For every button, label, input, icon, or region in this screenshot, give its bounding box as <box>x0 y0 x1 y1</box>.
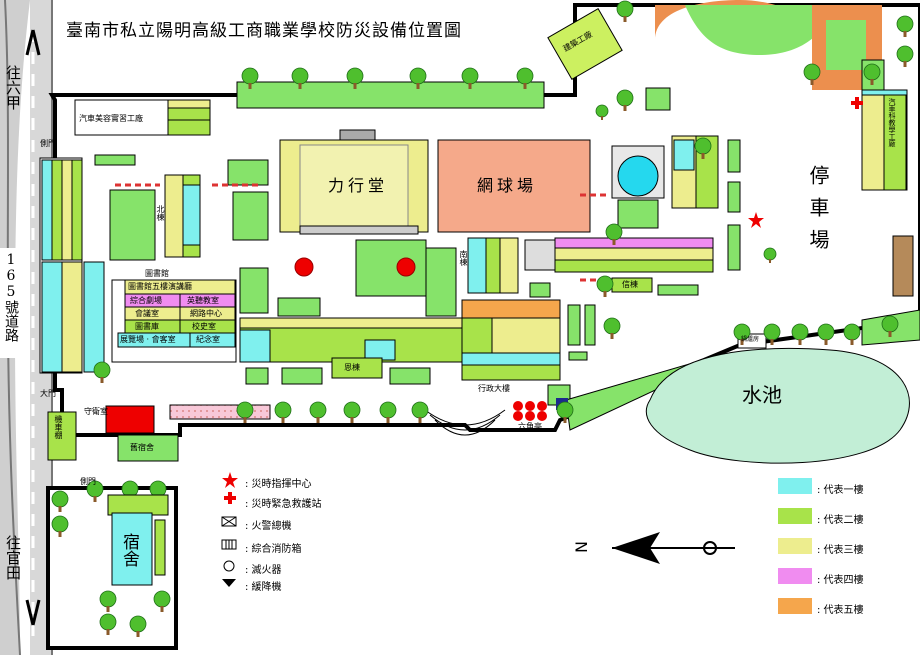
room-counsel: 校史室 <box>192 322 216 331</box>
side-gate-top-label: 側門 <box>40 139 56 148</box>
east-wing <box>671 135 719 209</box>
xintang-label: 信棟 <box>622 280 638 289</box>
room-network: 網路中心 <box>190 309 222 318</box>
road-label-guantian: 往官田 <box>4 535 22 580</box>
west-wing <box>39 157 105 374</box>
tennis-court <box>437 139 591 233</box>
legend-slide: : 緩降機 <box>245 582 282 593</box>
legend-floor2-swatch <box>778 508 812 524</box>
legend-floor1: : 代表一樓 <box>817 485 864 496</box>
legend-floor4-swatch <box>778 568 812 584</box>
room-english: 英聽教室 <box>187 296 219 305</box>
legend-extinguisher: : 滅火器 <box>245 565 282 576</box>
room-exhibit: 展覽場 · 會客室 <box>120 335 176 344</box>
legend-floor2: : 代表二樓 <box>817 515 864 526</box>
north-label: 北棟 <box>156 205 165 221</box>
dormitory-building <box>107 494 169 586</box>
building-factory <box>547 8 623 80</box>
shelter-label: 機車棚 <box>54 415 63 439</box>
compass-arrow <box>612 532 735 564</box>
legend-hydrant: : 綜合消防箱 <box>245 544 302 555</box>
command-center-marker <box>748 212 764 228</box>
page-title: 臺南市私立陽明高級工商職業學校防災設備位置圖 <box>66 21 462 41</box>
guard-label: 守衛室 <box>84 407 108 416</box>
first-aid-marker <box>851 97 863 109</box>
room-drama: 綜合劇場 <box>130 296 162 305</box>
auto-school-label: 汽車科教學工廠 <box>888 98 896 147</box>
ende-label: 恩棟 <box>344 363 360 372</box>
legend-command: : 災時指揮中心 <box>245 479 312 490</box>
tennis-court-label: 網球場 <box>477 176 538 195</box>
parking-label: 停車場 <box>806 165 830 261</box>
legend-floor4: : 代表四樓 <box>817 575 864 586</box>
legend-floor5: : 代表五樓 <box>817 605 864 616</box>
auto-beauty-factory <box>74 99 211 136</box>
legend-floor3: : 代表三樓 <box>817 545 864 556</box>
dorm-hall-label: 舊宿舍 <box>130 443 154 452</box>
lixing-hall <box>279 129 429 235</box>
main-gate-label: 大門 <box>40 389 56 398</box>
fountain <box>617 155 659 197</box>
room-books: 圖書庫 <box>135 322 159 331</box>
library-building <box>111 279 237 363</box>
sports-track <box>655 0 882 90</box>
legend-floor1-swatch <box>778 478 812 494</box>
auto-school <box>861 89 908 191</box>
lixing-hall-label: 力行堂 <box>328 176 389 195</box>
room-lib5: 圖書館五樓演講廳 <box>128 282 192 291</box>
road-label-165: 165號道路 <box>3 252 19 342</box>
auto-beauty-label: 汽車美容實習工廠 <box>79 114 143 123</box>
library-label: 圖書館 <box>145 269 169 278</box>
legend-floor3-swatch <box>778 538 812 554</box>
north-building <box>164 174 201 258</box>
legend-floor5-swatch <box>778 598 812 614</box>
room-memorial: 紀念室 <box>196 335 220 344</box>
xintang-block <box>467 237 714 294</box>
pond-label: 水池 <box>742 383 782 407</box>
pond <box>645 347 910 464</box>
compass-label: N <box>571 541 591 553</box>
boiler-label: 鍋爐房 <box>741 336 760 343</box>
admin-building <box>239 299 561 381</box>
legend-symbols <box>221 472 238 587</box>
dormitory-label: 宿舍 <box>119 533 139 567</box>
road-label-liujia: 往六甲 <box>4 65 22 110</box>
admin-label: 行政大樓 <box>478 384 510 393</box>
pavilion-label: 六角亭 <box>518 422 542 431</box>
south-label: 南棟 <box>459 250 468 266</box>
legend-firstaid: : 災時緊急救護站 <box>245 499 322 510</box>
room-meeting: 會議室 <box>135 309 159 318</box>
side-gate-bottom-label: 側門 <box>80 477 96 486</box>
legend-alarm: : 火警總機 <box>245 521 292 532</box>
